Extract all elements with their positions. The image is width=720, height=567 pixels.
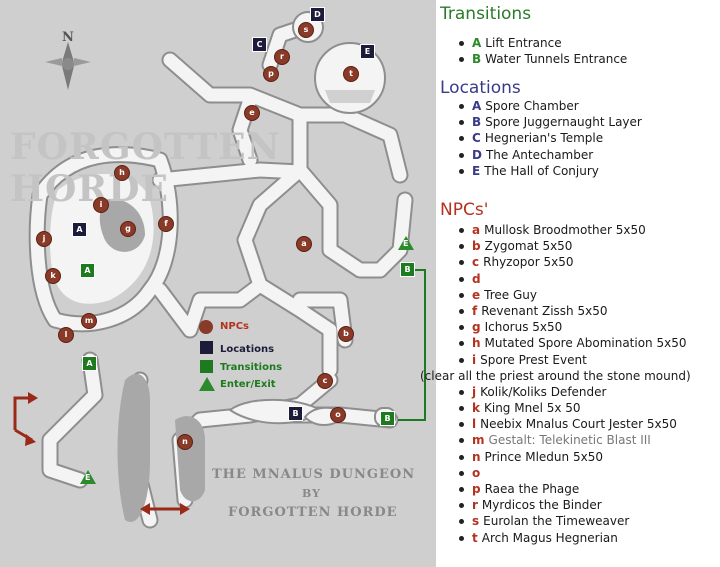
transition-marker-b-south[interactable]: B	[380, 411, 395, 426]
npc-marker-n[interactable]: n	[177, 434, 193, 450]
npc-marker-l[interactable]: l	[58, 327, 74, 343]
key-enter-exit: Enter/Exit	[220, 379, 276, 390]
npc-marker-g[interactable]: g	[120, 221, 136, 237]
location-marker-a[interactable]: A	[72, 222, 87, 237]
key-transition-swatch	[200, 360, 213, 373]
npc-marker-s[interactable]: s	[298, 22, 314, 38]
list-item: o	[458, 465, 691, 481]
key-npcs: NPCs	[220, 321, 249, 332]
npc-marker-m[interactable]: m	[81, 313, 97, 329]
npc-marker-t[interactable]: t	[343, 66, 359, 82]
key-location-swatch	[200, 341, 213, 354]
npc-marker-f[interactable]: f	[158, 216, 174, 232]
npc-marker-p[interactable]: p	[263, 66, 279, 82]
npc-marker-c[interactable]: c	[317, 373, 333, 389]
npc-marker-r[interactable]: r	[274, 49, 290, 65]
map-title-line1: THE MNALUS DUNGEON	[212, 467, 416, 482]
dungeon-map: FORGOTTEN HORDE N THE MNALUS DUNGEON BY …	[0, 0, 436, 567]
compass-rose	[45, 42, 91, 90]
list-item: d	[458, 271, 691, 287]
compass-north-label: N	[62, 30, 74, 45]
location-marker-e[interactable]: E	[360, 44, 375, 59]
npc-marker-o[interactable]: o	[330, 407, 346, 423]
npcs-heading: NPCs'	[440, 200, 489, 220]
transition-marker-a-west[interactable]: A	[80, 263, 95, 278]
npc-marker-b[interactable]: b	[338, 326, 354, 342]
npc-marker-j[interactable]: j	[36, 231, 52, 247]
location-marker-c[interactable]: C	[252, 37, 267, 52]
map-title-line3: FORGOTTEN HORDE	[228, 505, 398, 520]
transitions-heading: Transitions	[440, 4, 532, 24]
locations-heading: Locations	[440, 78, 521, 98]
key-transitions: Transitions	[220, 362, 283, 373]
transition-marker-a-south[interactable]: A	[82, 356, 97, 371]
npc-marker-a[interactable]: a	[296, 236, 312, 252]
entry-marker-east[interactable]: E	[398, 236, 414, 250]
location-marker-d[interactable]: D	[310, 7, 325, 22]
key-entry-swatch	[199, 377, 215, 391]
entry-marker-southwest-label: E	[85, 473, 91, 482]
npc-marker-e[interactable]: e	[244, 105, 260, 121]
key-npc-swatch	[199, 320, 213, 334]
transition-marker-b-east[interactable]: B	[400, 262, 415, 277]
location-marker-b[interactable]: B	[288, 406, 303, 421]
map-title-line2: BY	[302, 487, 321, 500]
entry-marker-southwest[interactable]: E	[80, 470, 96, 484]
npc-marker-i[interactable]: i	[93, 197, 109, 213]
npc-marker-h[interactable]: h	[114, 165, 130, 181]
key-locations: Locations	[220, 344, 275, 355]
watermark: FORGOTTEN HORDE	[10, 126, 281, 210]
entry-marker-east-label: E	[403, 239, 409, 248]
list-item-note: (clear all the priest around the stone m…	[420, 368, 691, 383]
npc-marker-k[interactable]: k	[45, 268, 61, 284]
